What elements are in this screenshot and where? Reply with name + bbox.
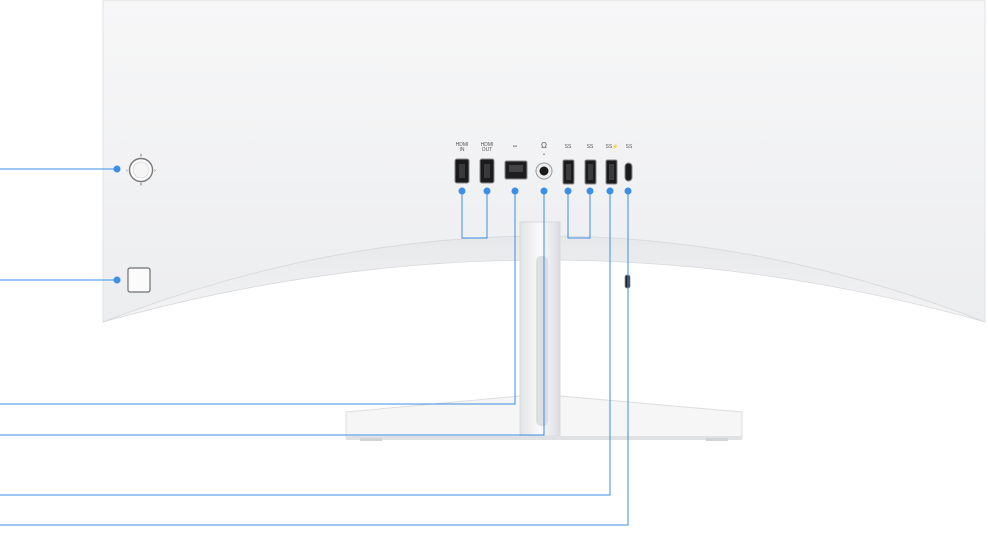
ethernet-icon: ⚯ (513, 144, 518, 150)
hdmi-out-port[interactable] (479, 158, 495, 184)
port-row (454, 158, 633, 289)
usb-a-3-label: SS⚡ (606, 143, 619, 150)
callout-dot (511, 187, 519, 195)
down-arrow-icon: ˅ (140, 182, 143, 188)
callout-dot (606, 187, 614, 195)
port-label-row: HDMI IN HDMI OUT ⚯ Ω • SS SS SS⚡ SS (456, 141, 633, 158)
callout-dot (483, 187, 491, 195)
callout-dot (624, 187, 632, 195)
audio-dot-icon: • (543, 152, 545, 158)
usb-c-port[interactable] (624, 162, 633, 182)
callout-hdmi (461, 191, 488, 239)
callout-usb-a-pair (567, 191, 591, 239)
callout-usb-a-charging (0, 191, 611, 496)
callout-audio (0, 191, 545, 436)
callout-ethernet (0, 191, 516, 405)
usb-c-label: SS (626, 144, 633, 150)
up-arrow-icon: ˄ (140, 153, 143, 159)
hdmi-in-label: HDMI (456, 142, 469, 148)
hdmi-out-label: HDMI (481, 142, 494, 148)
headset-icon: Ω (541, 141, 547, 150)
hdmi-in-sublabel: IN (460, 147, 465, 153)
callout-dot (113, 165, 121, 173)
callout-dot (586, 187, 594, 195)
joystick-button[interactable]: ˄ ˅ ‹ › (126, 153, 156, 188)
callout-dot (540, 187, 548, 195)
hdmi-out-sublabel: OUT (482, 147, 493, 153)
callout-dot (564, 187, 572, 195)
right-arrow-icon: › (154, 168, 156, 174)
callout-dots (113, 165, 632, 284)
usb-a-port-1[interactable] (562, 159, 575, 185)
usb-a-port-2[interactable] (584, 159, 597, 185)
hdmi-in-port[interactable] (454, 158, 470, 184)
usb-a-port-3[interactable] (605, 159, 618, 185)
callout-dot (113, 276, 121, 284)
callout-usb-c (0, 191, 629, 526)
power-button[interactable] (127, 267, 151, 293)
audio-jack[interactable] (535, 162, 553, 180)
usb-a-2-label: SS (587, 144, 594, 150)
usb-a-1-label: SS (565, 144, 572, 150)
callout-dot (458, 187, 466, 195)
left-arrow-icon: ‹ (126, 168, 128, 174)
callout-lines (0, 168, 629, 526)
ethernet-port[interactable] (504, 160, 528, 180)
